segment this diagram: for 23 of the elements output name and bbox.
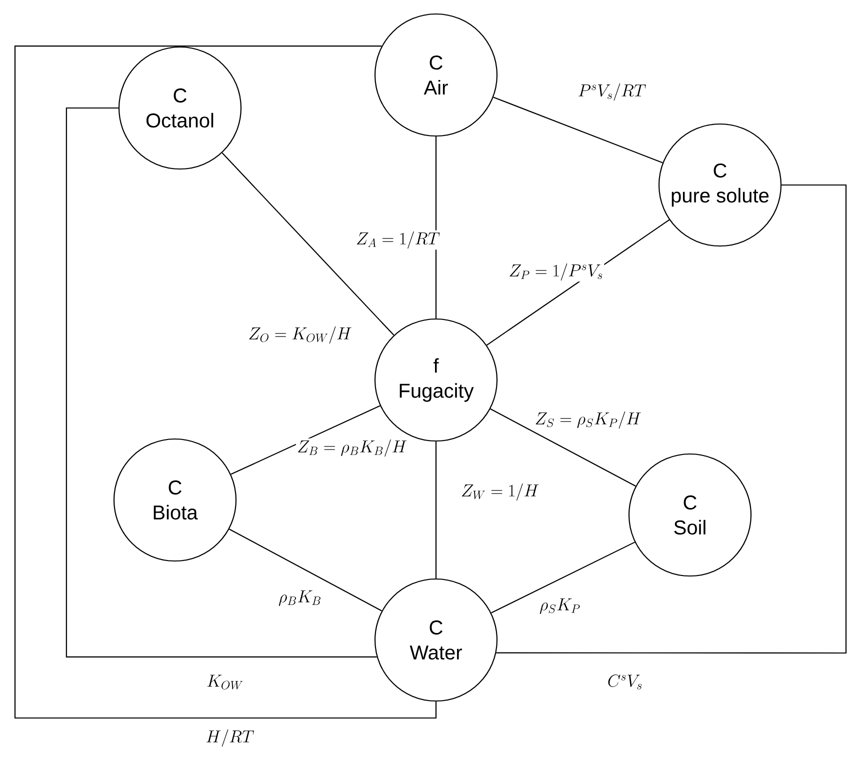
edge-label: $\rho_B K_B$ bbox=[277, 589, 323, 607]
connector-line bbox=[230, 405, 380, 475]
connector-line bbox=[493, 96, 663, 164]
edge-label: $P^s V_s/RT$ bbox=[576, 82, 648, 102]
edge-label: $\rho_S K_P$ bbox=[538, 597, 582, 615]
edge-label: $Z_A = 1/RT$ bbox=[354, 230, 442, 250]
connector-line bbox=[435, 442, 437, 578]
edge-label: $Z_O = K_{OW}/H$ bbox=[247, 325, 353, 345]
connector-line bbox=[435, 136, 437, 318]
connector-line bbox=[222, 152, 394, 336]
edge-label: $Z_B = \rho_B K_B/H$ bbox=[296, 438, 408, 458]
edge-label: $Z_W = 1/H$ bbox=[460, 482, 540, 502]
connector-line bbox=[490, 542, 636, 614]
edge-label: $Z_P = 1/P^s V_s$ bbox=[508, 262, 604, 282]
edge-label: $K_{OW}$ bbox=[206, 674, 244, 690]
connector-line bbox=[228, 528, 382, 612]
connector-line bbox=[490, 408, 636, 487]
connector-line bbox=[496, 184, 847, 654]
edge-label: $C^s V_s$ bbox=[606, 674, 644, 690]
connector-line bbox=[14, 46, 437, 719]
edge-label: $Z_S = \rho_S K_P/H$ bbox=[534, 410, 642, 430]
edge-label: $H/RT$ bbox=[204, 728, 256, 748]
connector-line bbox=[66, 107, 377, 658]
